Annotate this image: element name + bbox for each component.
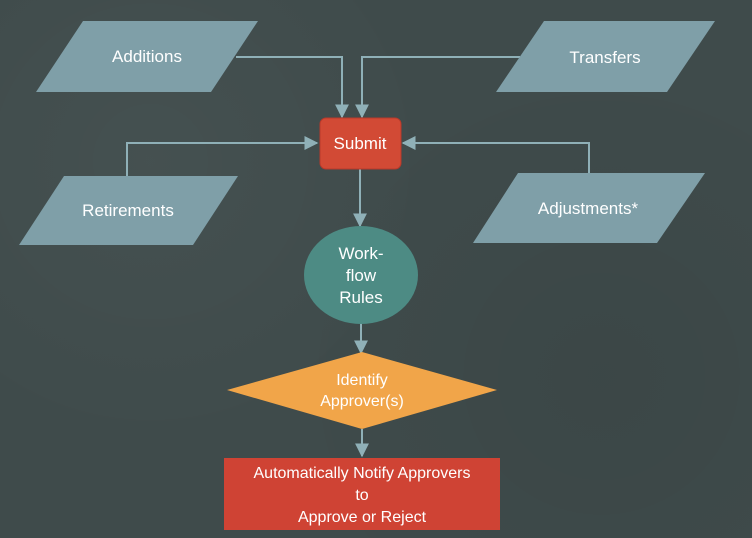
identify-line-2: Approver(s)	[320, 393, 404, 410]
connector-additions-submit	[236, 56, 349, 119]
notify-line-1: Automatically Notify Approvers	[254, 465, 471, 482]
retirements-label: Retirements	[82, 201, 174, 220]
transfers-label: Transfers	[569, 48, 640, 67]
input-adjustments: Adjustments*	[473, 173, 705, 243]
connector-transfers-submit	[355, 56, 520, 119]
retirements-shape	[19, 176, 238, 245]
workflow-line-3: Rules	[339, 288, 382, 307]
submit-label: Submit	[334, 134, 387, 153]
identify-approvers-node: Identify Approver(s)	[227, 352, 497, 429]
adjustments-label: Adjustments*	[538, 199, 639, 218]
notify-line-2: to	[355, 487, 368, 504]
notify-approvers-node: Automatically Notify Approvers to Approv…	[224, 458, 500, 530]
input-retirements: Retirements	[19, 176, 238, 245]
workflow-rules-circle	[304, 226, 418, 324]
identify-diamond	[227, 352, 497, 429]
connectors	[126, 56, 590, 458]
additions-shape	[36, 21, 258, 92]
input-additions: Additions	[36, 21, 258, 92]
notify-box	[224, 458, 500, 530]
submit-node: Submit	[319, 117, 402, 170]
input-transfers: Transfers	[496, 21, 715, 92]
transfers-shape	[496, 21, 715, 92]
submit-box	[319, 117, 402, 170]
notify-line-3: Approve or Reject	[298, 509, 427, 526]
additions-label: Additions	[112, 47, 182, 66]
workflow-line-2: flow	[346, 266, 377, 285]
workflow-rules-node: Work- flow Rules	[304, 226, 418, 324]
connector-adjustments-submit	[401, 136, 590, 173]
workflow-line-1: Work-	[338, 244, 383, 263]
identify-line-1: Identify	[336, 372, 388, 389]
adjustments-shape	[473, 173, 705, 243]
connector-retirements-submit	[126, 136, 319, 176]
